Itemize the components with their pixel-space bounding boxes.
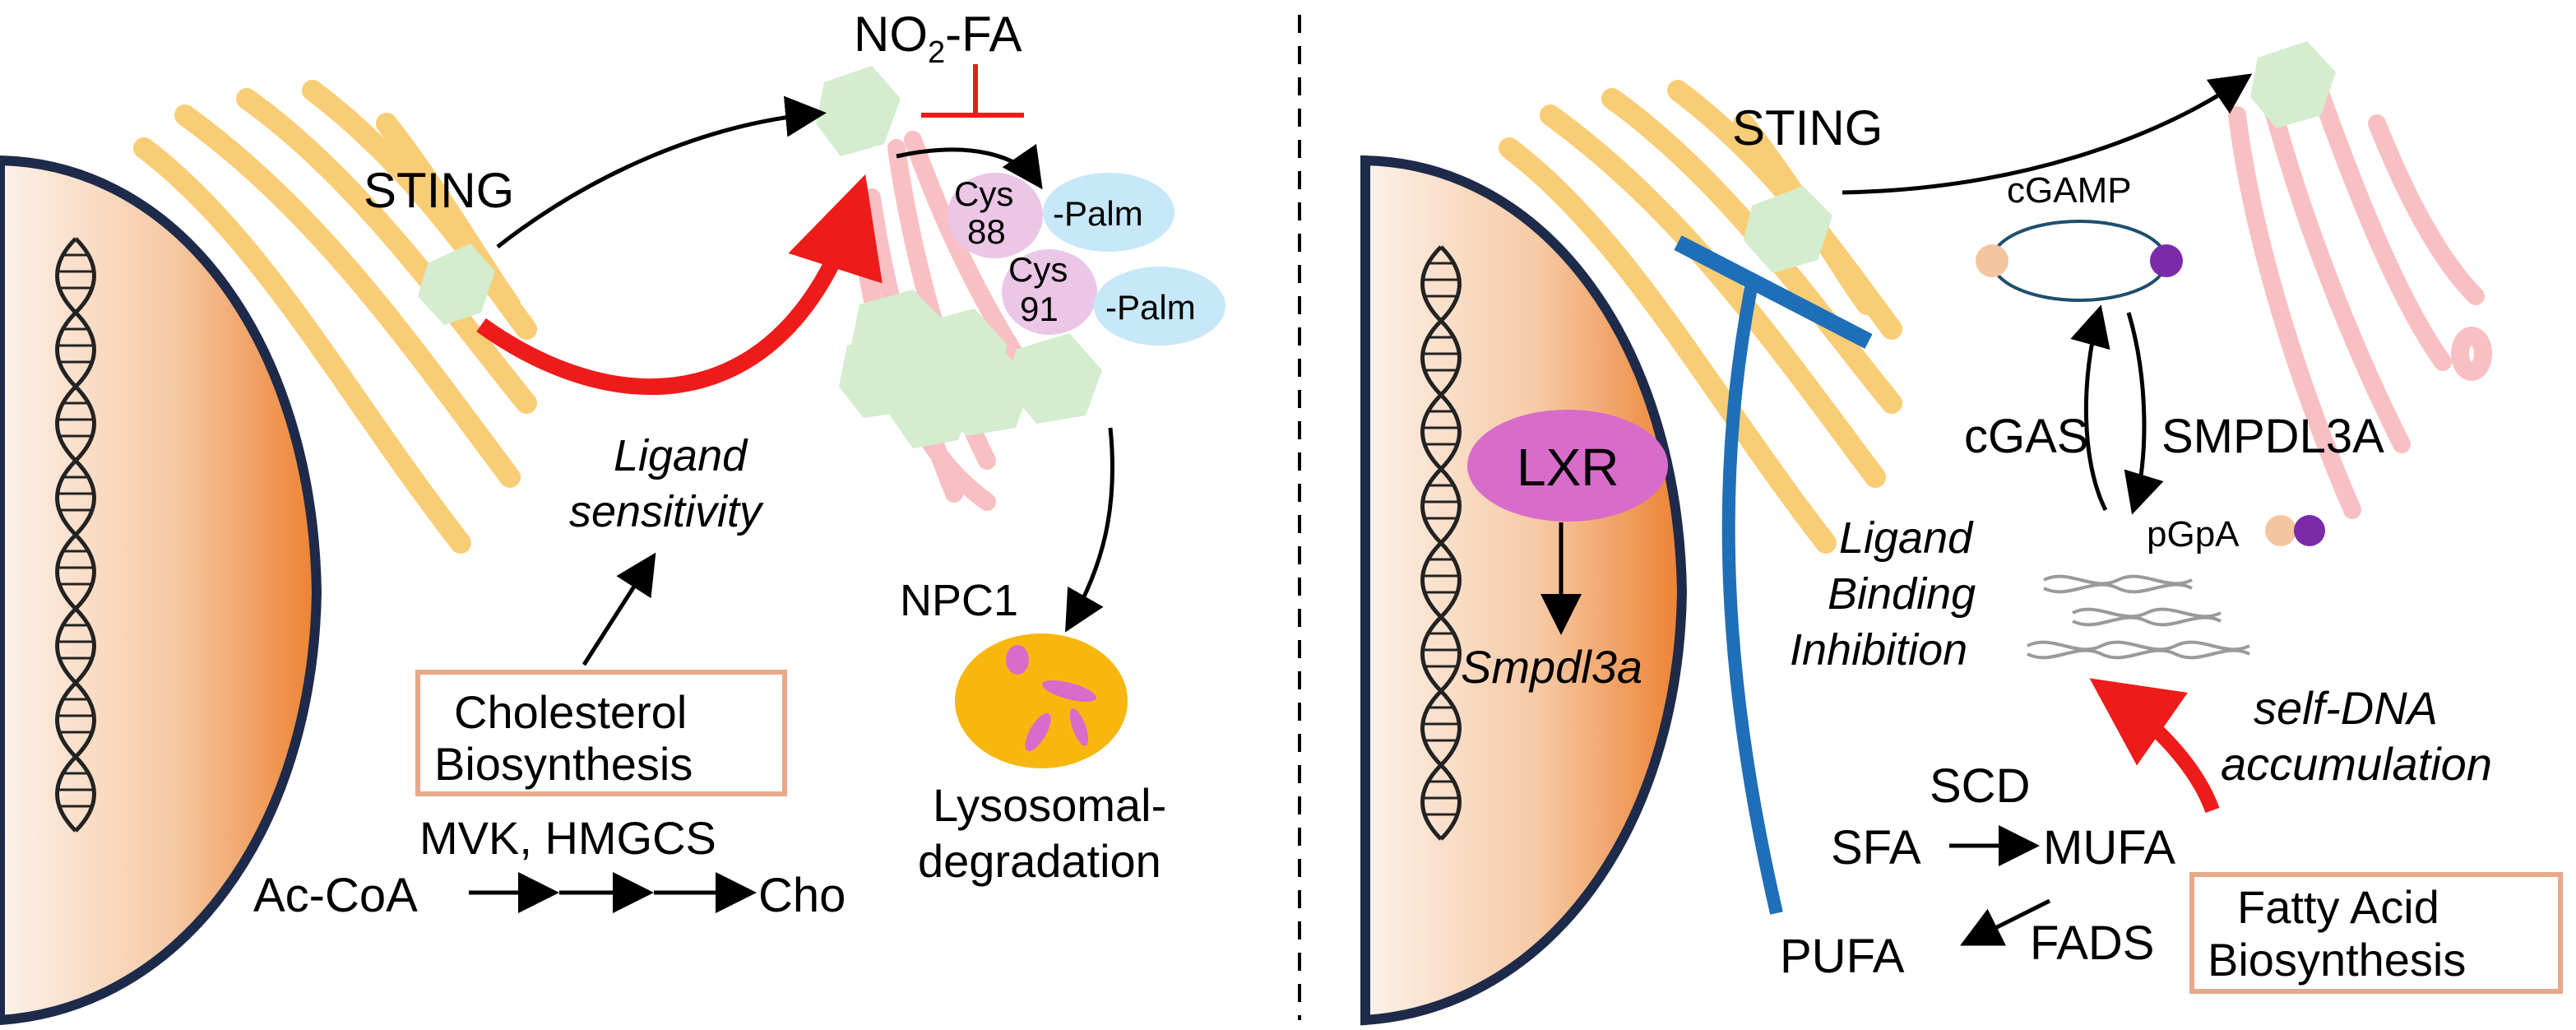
- palm-label-2: -Palm: [1105, 288, 1196, 327]
- er-membranes-left: [133, 80, 537, 554]
- no2fa-label: NO2-FA: [854, 7, 1022, 70]
- sting-protein-golgi-right: [2250, 41, 2336, 128]
- traffic-arrow-right: [1842, 73, 2253, 195]
- fatty-acid-line1: Fatty Acid: [2237, 881, 2439, 933]
- sting-cluster-left: [839, 290, 1102, 448]
- sting-label-left: STING: [364, 163, 514, 218]
- pufa-label: PUFA: [1780, 930, 1905, 983]
- pgpa-nucleotide-a: [2265, 515, 2296, 546]
- palm-badge-2: [1094, 267, 1225, 346]
- pathway-end-cho: Cho: [758, 869, 846, 922]
- smpdl3a-arrow: [2124, 312, 2164, 515]
- inhibition-stem-blue: [1721, 282, 1783, 915]
- cholesterol-box: [415, 670, 787, 796]
- ligand-binding-inhibition-line3: Inhibition: [1790, 625, 1967, 675]
- self-dna-red-arrow: [2089, 678, 2220, 814]
- cgamp-nucleotide-b: [2150, 244, 2183, 277]
- nucleus-right: [1360, 155, 1688, 1026]
- pathway-start-acoa: Ac-CoA: [253, 869, 418, 922]
- npc1-label: NPC1: [900, 576, 1018, 625]
- ligand-binding-inhibition-line1: Ligand: [1839, 513, 1974, 563]
- sting-protein-er-left: [418, 244, 495, 325]
- traffic-arrow-left: [496, 95, 827, 248]
- ligand-sensitivity-red-arrow: [476, 174, 883, 395]
- pgpa-nucleotide-b: [2294, 515, 2325, 546]
- cgamp-ring: [1990, 220, 2168, 302]
- sting-protein-golgi-left: [816, 66, 901, 156]
- fatty-acid-line2: Biosynthesis: [2208, 934, 2466, 986]
- palmitoylation-arrow: [896, 143, 1043, 190]
- ligand-sensitivity-line1: Ligand: [614, 431, 748, 480]
- cgamp-label: cGAMP: [2007, 170, 2132, 211]
- lxr-badge: [1467, 410, 1668, 522]
- cys91-label-2: 91: [1020, 290, 1059, 328]
- fads-to-pufa-arrow: [1960, 898, 2051, 946]
- smpdl3a-label: SMPDL3A: [2161, 410, 2384, 463]
- fatty-acid-box: [2189, 872, 2563, 994]
- cgamp-nucleotide-a: [1976, 244, 2008, 277]
- cholesterol-biosynthesis-line1: Cholesterol: [454, 686, 687, 738]
- cgas-arrow: [2070, 304, 2110, 512]
- cys88-badge: [947, 173, 1043, 258]
- sting-label-right: STING: [1732, 100, 1883, 155]
- ligand-sensitivity-line2: sensitivity: [569, 487, 764, 536]
- sfa-label: SFA: [1831, 821, 1921, 875]
- scd-label: SCD: [1930, 759, 2030, 813]
- left-panel: STING NO2-FA Cys 88 Cys 91 -Palm -Palm L…: [0, 7, 1225, 1026]
- self-dna-line1: self-DNA: [2254, 682, 2438, 734]
- sting-protein-er-right: [1744, 186, 1832, 273]
- cys91-label-1: Cys: [1008, 250, 1068, 289]
- cys88-label-2: 88: [967, 212, 1006, 251]
- smpdl3a-gene-label: Smpdl3a: [1461, 641, 1642, 693]
- cys91-badge: [1002, 249, 1097, 335]
- lysosome-fragments: [1006, 645, 1096, 752]
- pgpa-label: pGpA: [2147, 514, 2240, 554]
- cholesterol-enzymes: MVK, HMGCS: [419, 812, 716, 864]
- lysosomal-degradation-line1: Lysosomal-: [933, 779, 1166, 831]
- mufa-label: MUFA: [2043, 821, 2175, 875]
- lysosomal-degradation-line2: degradation: [918, 835, 1161, 887]
- lysosome-arrow: [1065, 427, 1115, 633]
- right-panel: STING cGAMP cGAS SMPDL3A pGpA LXR Smpdl3…: [1360, 41, 2563, 1026]
- no2fa-subscript: 2: [928, 35, 945, 70]
- cgas-label: cGAS: [1964, 410, 2089, 463]
- cys88-label-1: Cys: [954, 174, 1013, 213]
- lysosome: [955, 633, 1128, 768]
- golgi-right: [2228, 81, 2492, 519]
- palm-badge-1: [1043, 173, 1174, 252]
- self-dna-strands: [2027, 574, 2250, 660]
- lxr-label: LXR: [1517, 438, 1619, 497]
- cholesterol-biosynthesis-line2: Biosynthesis: [434, 738, 693, 790]
- ligand-binding-inhibition-line2: Binding: [1828, 569, 1976, 619]
- inhibition-bar-blue: [1674, 235, 1873, 349]
- self-dna-line2: accumulation: [2221, 738, 2492, 790]
- fads-label: FADS: [2030, 916, 2155, 970]
- cholesterol-up-arrow: [581, 552, 656, 666]
- palm-label-1: -Palm: [1053, 194, 1143, 233]
